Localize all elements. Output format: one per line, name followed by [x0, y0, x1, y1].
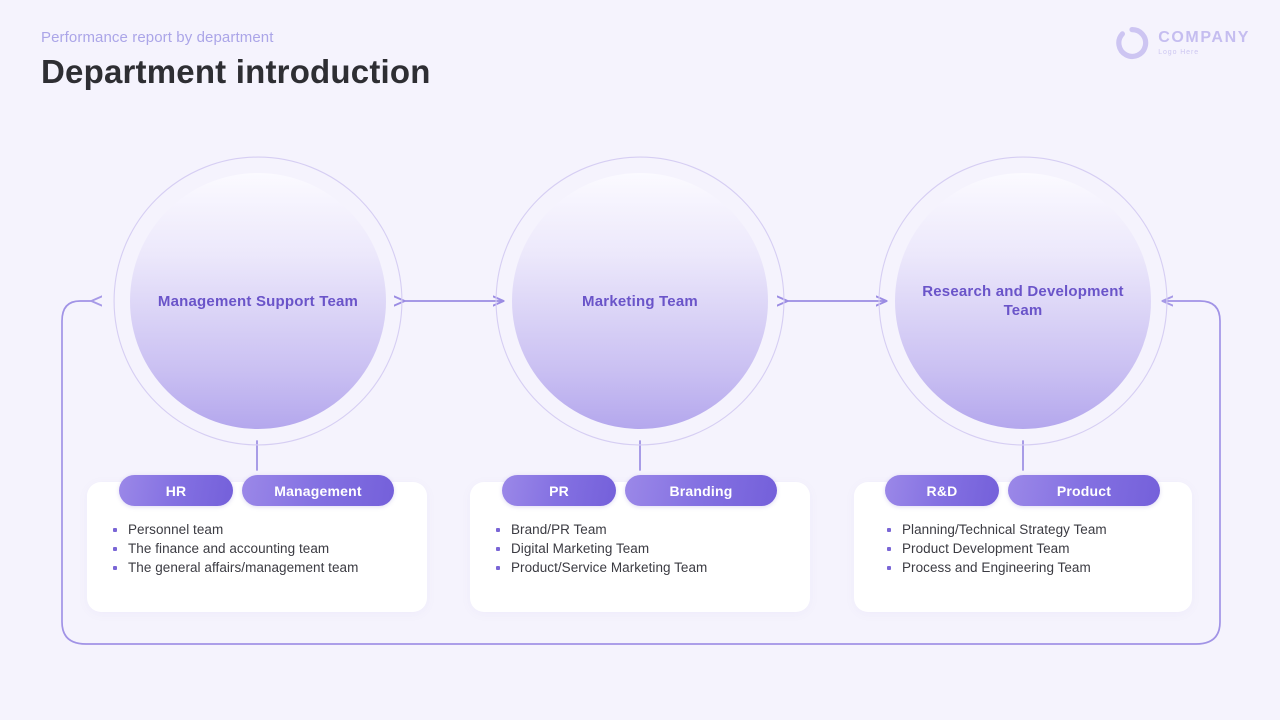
company-logo: COMPANY Logo Here [1115, 26, 1250, 60]
badge-product[interactable]: Product [1008, 475, 1160, 506]
list-item: Product/Service Marketing Team [470, 558, 810, 577]
card-item-list: Brand/PR Team Digital Marketing Team Pro… [470, 482, 810, 578]
node-label: Management Support Team [157, 292, 359, 310]
node-outer-ring [113, 156, 403, 446]
page-header: Performance report by department Departm… [41, 28, 941, 93]
badge-management[interactable]: Management [242, 475, 394, 506]
list-item: Planning/Technical Strategy Team [854, 520, 1192, 539]
card-item-list: Personnel team The finance and accountin… [87, 482, 427, 578]
logo-name: COMPANY [1158, 29, 1250, 46]
list-item: Brand/PR Team [470, 520, 810, 539]
page-title: Department introduction [41, 53, 431, 90]
list-item: Product Development Team [854, 539, 1192, 558]
list-item: The finance and accounting team [87, 539, 427, 558]
node-label: Research and Development Team [922, 283, 1124, 319]
badge-rnd[interactable]: R&D [885, 475, 999, 506]
node-research-development[interactable]: Research and Development Team [895, 173, 1151, 429]
badge-branding[interactable]: Branding [625, 475, 777, 506]
node-marketing[interactable]: Marketing Team [512, 173, 768, 429]
badge-hr[interactable]: HR [119, 475, 233, 506]
badge-pr[interactable]: PR [502, 475, 616, 506]
logo-text-block: COMPANY Logo Here [1158, 29, 1250, 57]
logo-subtitle: Logo Here [1158, 49, 1199, 56]
page-eyebrow: Performance report by department [41, 29, 274, 46]
list-item: Personnel team [87, 520, 427, 539]
list-item: Digital Marketing Team [470, 539, 810, 558]
node-management-support[interactable]: Management Support Team [130, 173, 386, 429]
node-label: Marketing Team [582, 292, 698, 310]
list-item: The general affairs/management team [87, 558, 427, 577]
node-outer-ring [495, 156, 785, 446]
node-outer-ring [878, 156, 1168, 446]
list-item: Process and Engineering Team [854, 558, 1192, 577]
card-item-list: Planning/Technical Strategy Team Product… [854, 482, 1192, 578]
ring-logo-icon [1115, 26, 1149, 60]
